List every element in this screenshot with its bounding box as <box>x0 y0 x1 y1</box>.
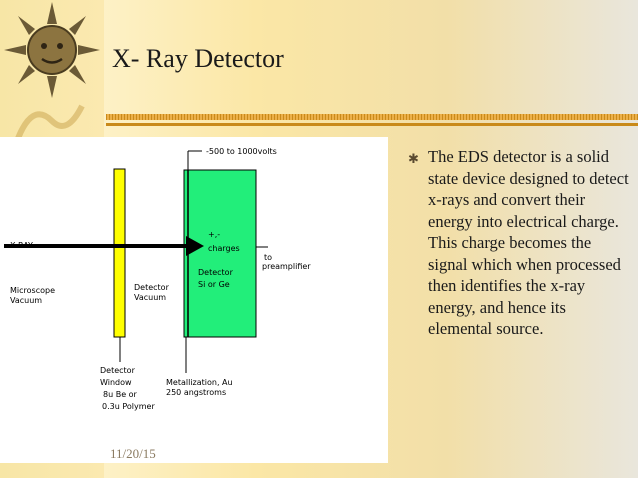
voltage-label: -500 to 1000volts <box>206 147 277 156</box>
bullet-text: The EDS detector is a solid state device… <box>428 147 629 338</box>
detector-label-1: Detector <box>198 268 234 277</box>
window-label-3: 8u Be or <box>103 390 138 399</box>
metallization-label-1: Metallization, Au <box>166 378 233 387</box>
swirl-ornament-icon <box>14 104 85 143</box>
bullet-list: ✱ The EDS detector is a solid state devi… <box>408 146 630 340</box>
charges-label-1: +,- <box>208 230 220 239</box>
microscope-label-1: Microscope <box>10 286 55 295</box>
xray-label: X-RAY <box>10 241 33 250</box>
sun-face-icon <box>4 2 100 98</box>
window-label-4: 0.3u Polymer <box>102 402 155 411</box>
title-rule-dashed <box>106 114 638 120</box>
star-icon: ✱ <box>408 151 419 166</box>
slide-title: X- Ray Detector <box>112 44 284 73</box>
detector-diagram: -500 to 1000volts X-RAY +,- charges Dete… <box>0 137 388 463</box>
metallization-label-2: 250 angstroms <box>166 388 226 397</box>
detector-crystal <box>183 169 257 338</box>
detector-window-bar <box>113 168 126 338</box>
preamp-label-2: preamplifier <box>262 262 311 271</box>
title-rule-solid <box>106 123 638 126</box>
microscope-label-2: Vacuum <box>10 296 42 305</box>
charges-label-2: charges <box>208 244 240 253</box>
detector-vacuum-label-2: Vacuum <box>134 293 166 302</box>
slide-date: 11/20/15 <box>110 446 156 461</box>
window-label-1: Detector <box>100 366 136 375</box>
detector-vacuum-label-1: Detector <box>134 283 170 292</box>
preamp-label-1: to <box>264 253 272 262</box>
detector-diagram-svg: -500 to 1000volts X-RAY +,- charges Dete… <box>4 147 311 411</box>
window-label-2: Window <box>100 378 132 387</box>
detector-label-2: Si or Ge <box>198 280 230 289</box>
bullet-item: ✱ The EDS detector is a solid state devi… <box>408 146 630 340</box>
xray-arrow-head <box>186 236 204 256</box>
